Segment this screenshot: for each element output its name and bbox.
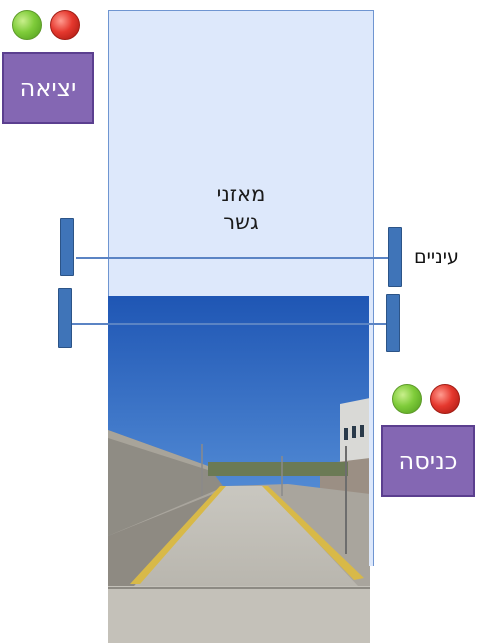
entry-red-light-icon (430, 384, 460, 414)
weighbridge-label-line2: גשר (223, 210, 259, 234)
weighbridge-label-line1: מאזני (216, 182, 266, 206)
sensor-left-lower (58, 288, 72, 348)
sensor-right-lower (386, 294, 400, 352)
sensor-beam-upper (76, 257, 390, 259)
weighbridge-photo (108, 296, 370, 643)
weighbridge-label: מאזני גשר (108, 180, 374, 236)
exit-green-light-icon (12, 10, 42, 40)
weighbridge-zone-edge (369, 296, 374, 566)
sensor-beam-lower (72, 323, 390, 325)
exit-gate-label: יציאה (19, 74, 77, 102)
sensor-left-upper (60, 218, 74, 276)
entry-green-light-icon (392, 384, 422, 414)
exit-gate-box: יציאה (2, 52, 94, 124)
exit-red-light-icon (50, 10, 80, 40)
weighbridge-zone (108, 10, 374, 296)
entry-gate-box: כניסה (381, 425, 475, 497)
sensors-label: עיניים (414, 246, 459, 268)
sensor-right-upper (388, 227, 402, 287)
entry-gate-label: כניסה (398, 447, 458, 475)
